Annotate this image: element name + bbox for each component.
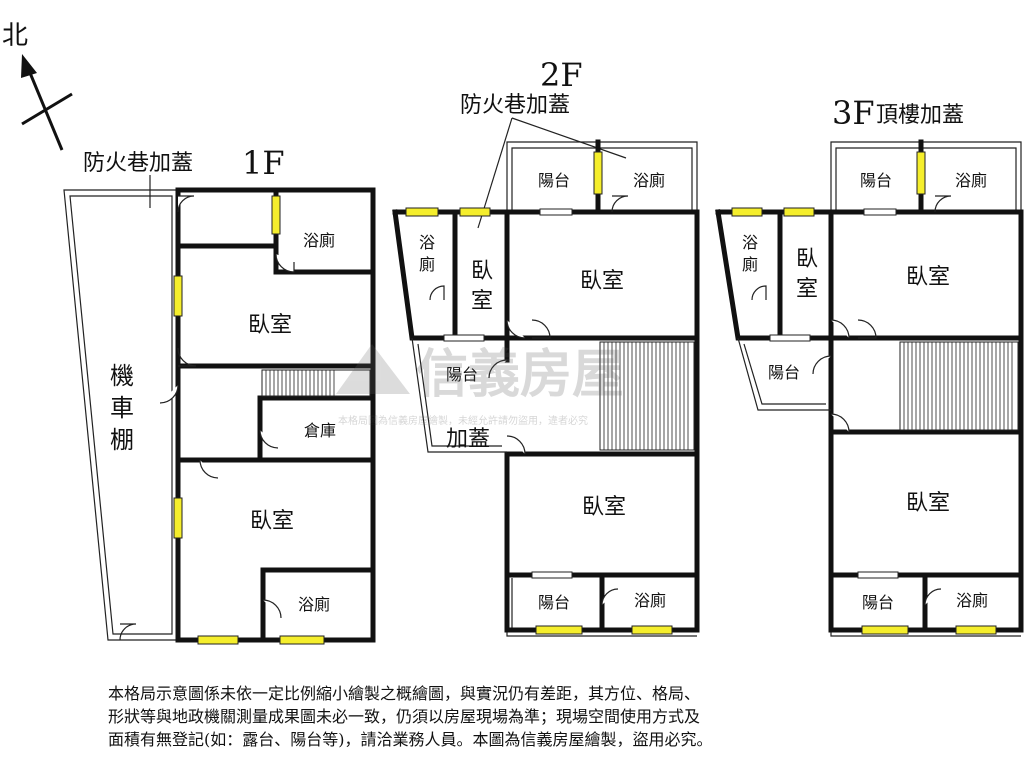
north-arrow-icon (21, 54, 37, 78)
floor-2f-bath-left-char: 廁 (419, 255, 435, 274)
floor-2f-addition-label: 加蓋 (446, 427, 490, 452)
disclaimer-line: 面積有無登記(如：露台、陽台等)，請洽業務人員。本圖為信義房屋繪製，盜用必究。 (108, 730, 713, 749)
floor-1f-bath-top-label: 浴廁 (303, 231, 335, 250)
carport-inner-outline (69, 195, 173, 635)
disclaimer-line: 本格局示意圖係未依一定比例縮小繪製之概繪圖，與實況仍有差距，其方位、格局、 (108, 684, 701, 703)
north-label: 北 (2, 21, 28, 51)
floor-2f-bedroom-small-char: 臥 (471, 259, 493, 284)
floor-2f: 2F 防火巷加蓋 (392, 56, 700, 637)
bath-bottom-walls (260, 567, 376, 643)
balcony-frame (506, 141, 698, 212)
floor-3f-balcony-top-label: 陽台 (860, 171, 892, 190)
floor-1f-bedroom-top-label: 臥室 (248, 313, 292, 338)
balcony-mid-inner (743, 343, 826, 405)
floor-3f-bedroom-small-char: 臥 (796, 247, 818, 272)
floor-3f-subtitle: 頂樓加蓋 (876, 103, 964, 128)
brand-logo-icon (336, 344, 410, 394)
watermark: 信義房屋 本格局圖為信義房屋繪製，未經允許請勿盜用，違者必究 (336, 344, 624, 427)
window (955, 625, 997, 635)
window (535, 625, 583, 635)
floor-3f-bedroom-top-label: 臥室 (906, 265, 950, 290)
floor-2f-bedroom-top-label: 臥室 (580, 269, 624, 294)
floor-1f-outer-wall (175, 187, 376, 643)
floor-1f-storage-label: 倉庫 (304, 421, 336, 440)
floor-3f-title: 3F (832, 94, 875, 132)
disclaimer: 本格局示意圖係未依一定比例縮小繪製之概繪圖，與實況仍有差距，其方位、格局、 形狀… (108, 682, 928, 751)
sliding-door (539, 208, 573, 216)
window (731, 207, 763, 217)
floor-3f-bath-left-char: 廁 (742, 255, 758, 274)
floor-1f-annex-label: 防火巷加蓋 (83, 151, 193, 176)
compass: 北 (2, 21, 73, 151)
floor-2f-bedroom-bottom-label: 臥室 (582, 495, 626, 520)
floor-3f: 3F 頂樓加蓋 (715, 94, 1024, 637)
window (916, 151, 926, 195)
floor-2f-bedroom-small-char: 室 (471, 289, 493, 314)
floor-2f-bath-left-char: 浴 (419, 233, 435, 252)
sliding-door (531, 571, 573, 579)
annex-leader (511, 117, 627, 159)
floor-2f-bath-bottom-label: 浴廁 (634, 591, 666, 610)
carport-label-char: 車 (110, 394, 134, 422)
floor-2f-stairs (599, 341, 695, 451)
floor-1f: 1F 防火巷加蓋 (63, 144, 376, 645)
floor-3f-bath-bottom-label: 浴廁 (956, 591, 988, 610)
floor-3f-bath-left-char: 浴 (742, 233, 758, 252)
floor-1f-title: 1F (242, 144, 285, 182)
floor-2f-title: 2F (540, 56, 583, 94)
floor-2f-balcony-mid-label: 陽台 (446, 365, 478, 384)
sliding-door (769, 334, 811, 342)
window (459, 207, 491, 217)
sliding-door (857, 571, 899, 579)
balcony-mid-inner (417, 343, 502, 447)
doors-2f (429, 195, 629, 606)
storage-walls (257, 395, 376, 463)
carport-label-char: 機 (110, 362, 134, 390)
watermark-notice: 本格局圖為信義房屋繪製，未經允許請勿盜用，違者必究 (338, 414, 588, 427)
floor-3f-bedroom-small-char: 室 (796, 277, 818, 302)
sliding-door (863, 208, 897, 216)
sliding-door (443, 334, 485, 342)
compass-crossbar (21, 92, 73, 126)
floor-3f-stairs (899, 341, 1019, 431)
balcony-frame (830, 141, 1022, 212)
window (279, 635, 325, 645)
balcony-mid-outline (737, 337, 831, 411)
floor-3f-bedroom-bottom-label: 臥室 (906, 491, 950, 516)
window (197, 635, 239, 645)
window (405, 207, 439, 217)
floor-2f-annex-label: 防火巷加蓋 (460, 93, 570, 118)
floor-2f-balcony-top-label: 陽台 (538, 171, 570, 190)
floor-1f-stairs (261, 369, 371, 397)
window (593, 151, 603, 195)
carport-label-char: 棚 (110, 426, 134, 454)
window (861, 625, 909, 635)
floor-3f-bath-top-label: 浴廁 (955, 171, 987, 190)
floor-3f-balcony-bottom-label: 陽台 (862, 593, 894, 612)
balcony-frame (835, 147, 1017, 212)
window (173, 497, 183, 539)
doors-3f (751, 195, 952, 606)
floor-1f-bath-bottom-label: 浴廁 (298, 595, 330, 614)
window (783, 207, 815, 217)
floor-3f-left-wing-walls (715, 209, 834, 341)
floor-2f-bath-top-label: 浴廁 (633, 171, 665, 190)
window (173, 275, 183, 317)
floor-2f-balcony-bottom-label: 陽台 (538, 593, 570, 612)
doors-1f (119, 195, 295, 641)
watermark-brand: 信義房屋 (416, 345, 624, 405)
window (631, 625, 673, 635)
floor-3f-balcony-mid-label: 陽台 (768, 363, 800, 382)
floor-1f-bedroom-bottom-label: 臥室 (250, 509, 294, 534)
window (271, 195, 281, 235)
balcony-mid-outline (411, 337, 507, 453)
disclaimer-line: 形狀等與地政機關測量成果圖未必一致，仍須以房屋現場為準；現場空間使用方式及 (108, 707, 701, 726)
balcony-frame (511, 147, 693, 212)
